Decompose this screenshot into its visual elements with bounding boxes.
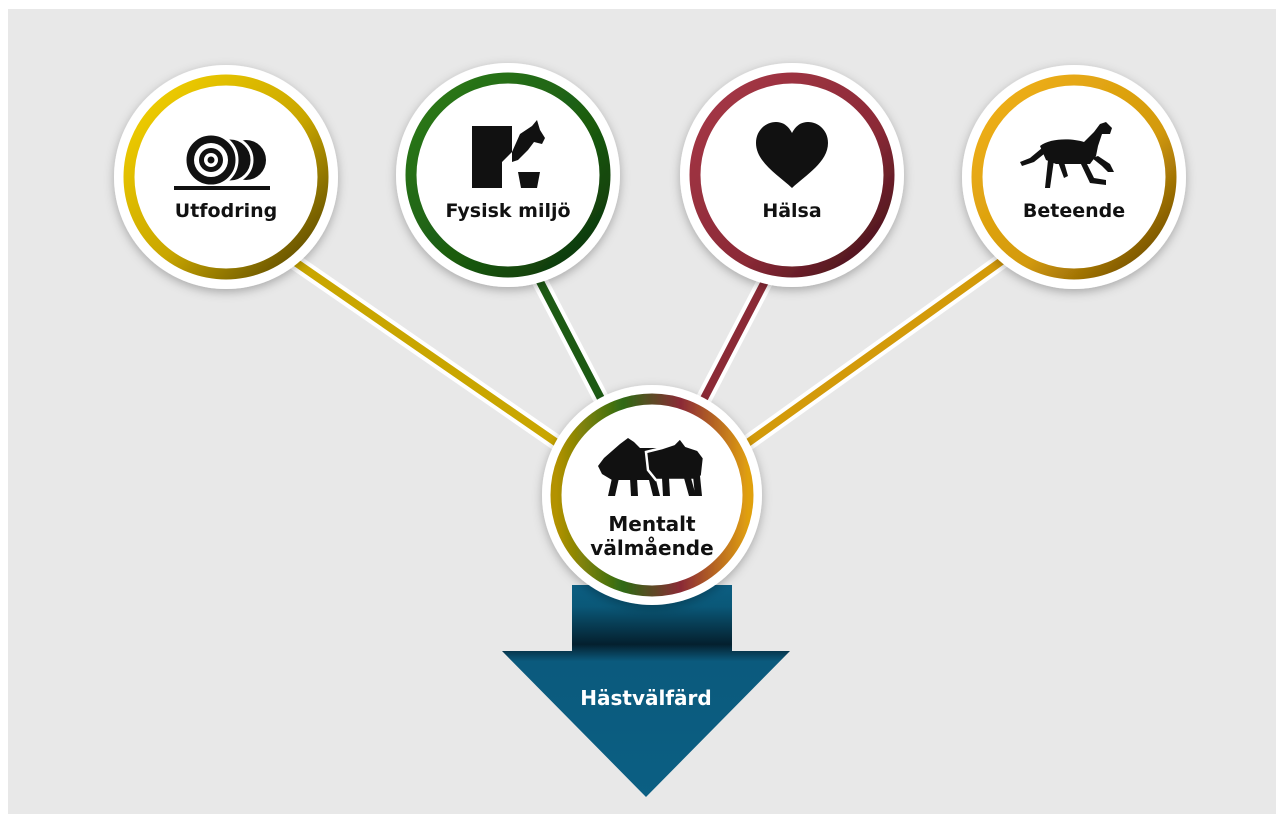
node-beteende	[962, 65, 1186, 289]
trotting-horse-icon	[1020, 122, 1114, 188]
hay-bales-icon	[174, 132, 270, 190]
label-halsa: Hälsa	[762, 200, 822, 222]
label-utfodring: Utfodring	[174, 200, 278, 222]
heart-icon	[756, 122, 828, 188]
center-label-line2: välmående	[590, 536, 714, 560]
result-arrow	[502, 585, 790, 797]
label-beteende: Beteende	[1022, 200, 1126, 222]
two-horses-icon	[598, 436, 706, 496]
result-label: Hästvälfärd	[580, 686, 712, 710]
horse-stall-water-icon	[472, 120, 545, 188]
label-fysisk-miljo: Fysisk miljö	[445, 200, 571, 222]
node-fysisk-miljo	[396, 63, 620, 287]
connector-lines	[277, 247, 1018, 460]
center-label: Mentalt välmående	[552, 512, 752, 560]
center-label-line1: Mentalt	[608, 512, 696, 536]
node-mentalt-valmaende	[542, 385, 762, 605]
